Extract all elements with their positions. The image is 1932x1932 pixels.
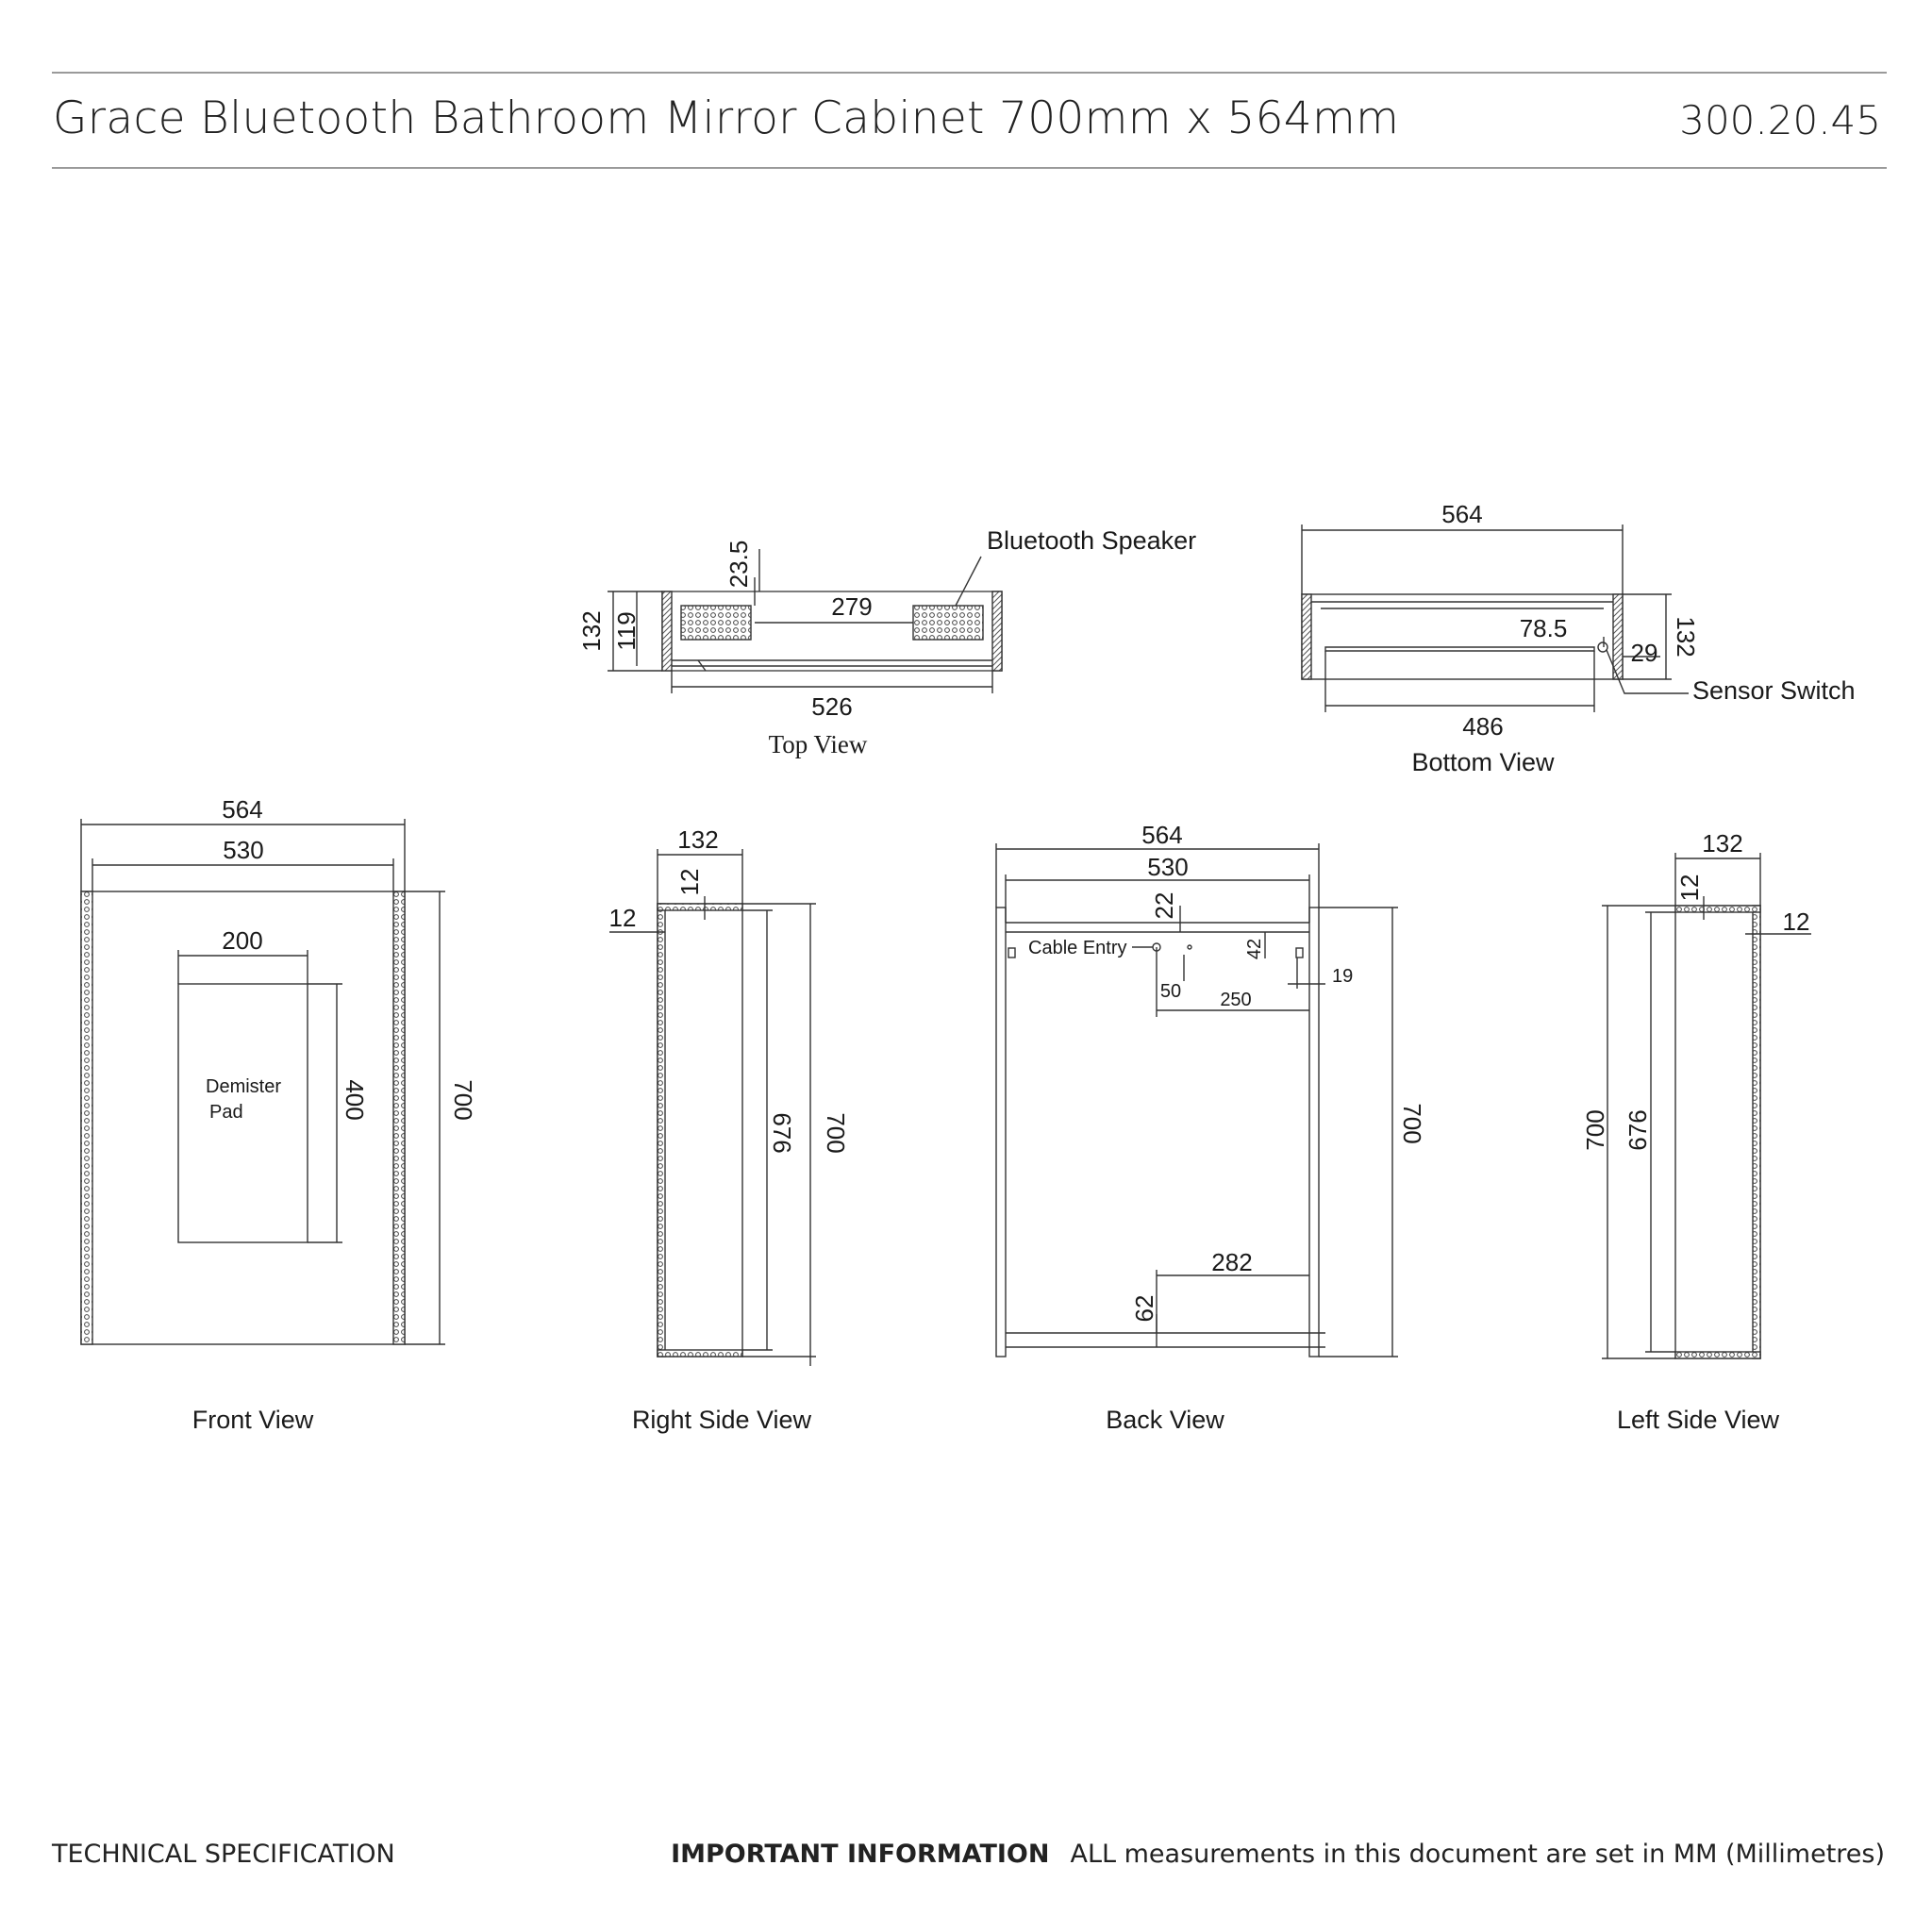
- sensor-switch-icon: [1597, 641, 1608, 653]
- dim-right-inner-height: 676: [768, 1112, 796, 1153]
- dim-front-width: 564: [222, 795, 262, 824]
- header-top-rule: [52, 72, 1887, 74]
- dim-back-cable-x: 50: [1160, 981, 1181, 1002]
- dim-back-width: 564: [1141, 821, 1182, 849]
- bottom-view-label: Bottom View: [1411, 748, 1555, 776]
- dim-bottom-depth: 132: [1672, 616, 1700, 657]
- right-side-view: [609, 849, 816, 1366]
- dim-right-height: 700: [822, 1112, 850, 1153]
- dim-top-offset: 23.5: [724, 541, 753, 589]
- bluetooth-speaker-callout: Bluetooth Speaker: [987, 526, 1196, 555]
- demister-pad-label-2: Pad: [209, 1102, 243, 1123]
- front-view: [80, 819, 445, 1345]
- dim-left-side-thickness: 12: [1783, 908, 1810, 936]
- dim-left-inner-height: 676: [1624, 1109, 1652, 1150]
- dim-back-top-offset: 22: [1150, 892, 1178, 920]
- dim-bottom-sensor-offset: 78.5: [1520, 614, 1568, 642]
- dim-bottom-inner-width: 486: [1462, 712, 1503, 741]
- dim-left-depth: 132: [1702, 829, 1742, 858]
- dim-front-pad-width: 200: [222, 926, 262, 955]
- footer-important-info: IMPORTANT INFORMATION ALL measurements in…: [671, 1840, 1885, 1869]
- dim-back-inner-width: 530: [1147, 853, 1188, 881]
- dim-right-depth: 132: [677, 825, 718, 854]
- dim-right-side-thickness: 12: [609, 904, 637, 932]
- dim-front-height: 700: [449, 1079, 477, 1120]
- top-view: [608, 549, 1003, 693]
- left-side-view-label: Left Side View: [1617, 1406, 1780, 1434]
- dim-top-inner-depth: 119: [612, 611, 641, 650]
- speaker-left-icon: [680, 605, 752, 641]
- dim-back-height: 700: [1398, 1103, 1426, 1143]
- sensor-switch-callout: Sensor Switch: [1692, 676, 1856, 705]
- dim-back-cable-span: 250: [1220, 990, 1251, 1010]
- front-view-label: Front View: [192, 1406, 314, 1434]
- speaker-right-icon: [912, 605, 984, 641]
- back-view-label: Back View: [1106, 1406, 1224, 1434]
- dim-top-inner-width: 526: [811, 692, 852, 721]
- right-side-view-label: Right Side View: [632, 1406, 812, 1434]
- dim-top-depth: 132: [577, 610, 606, 651]
- dim-front-mirror-width: 530: [223, 836, 263, 864]
- dim-back-bracket-drop: 42: [1244, 939, 1265, 959]
- header-bottom-rule: [52, 167, 1887, 169]
- top-view-label: Top View: [769, 730, 868, 758]
- dim-bottom-width: 564: [1441, 500, 1482, 528]
- dim-left-height: 700: [1581, 1109, 1609, 1150]
- important-label: IMPORTANT INFORMATION: [671, 1840, 1050, 1869]
- back-view: [995, 843, 1398, 1357]
- cable-entry-label: Cable Entry: [1028, 938, 1127, 958]
- dim-front-pad-height: 400: [341, 1079, 369, 1120]
- dim-back-bottom-offset: 62: [1130, 1295, 1158, 1323]
- demister-pad: [177, 983, 308, 1243]
- dim-left-top-thickness: 12: [1675, 874, 1704, 902]
- dim-bottom-sensor-depth: 29: [1631, 639, 1658, 667]
- dim-back-bottom-span: 282: [1211, 1248, 1252, 1276]
- dim-top-speaker-gap: 279: [831, 592, 872, 621]
- product-code: 300.20.45: [1679, 97, 1881, 143]
- important-text: ALL measurements in this document are se…: [1070, 1840, 1885, 1869]
- footer-technical-specification: TECHNICAL SPECIFICATION: [52, 1840, 395, 1869]
- dim-right-top-thickness: 12: [675, 869, 704, 896]
- page-title: Grace Bluetooth Bathroom Mirror Cabinet …: [53, 92, 1400, 144]
- bottom-view: [1301, 525, 1689, 712]
- dim-back-side-offset: 19: [1332, 966, 1353, 987]
- demister-pad-label-1: Demister: [206, 1076, 281, 1097]
- left-side-view: [1602, 853, 1811, 1359]
